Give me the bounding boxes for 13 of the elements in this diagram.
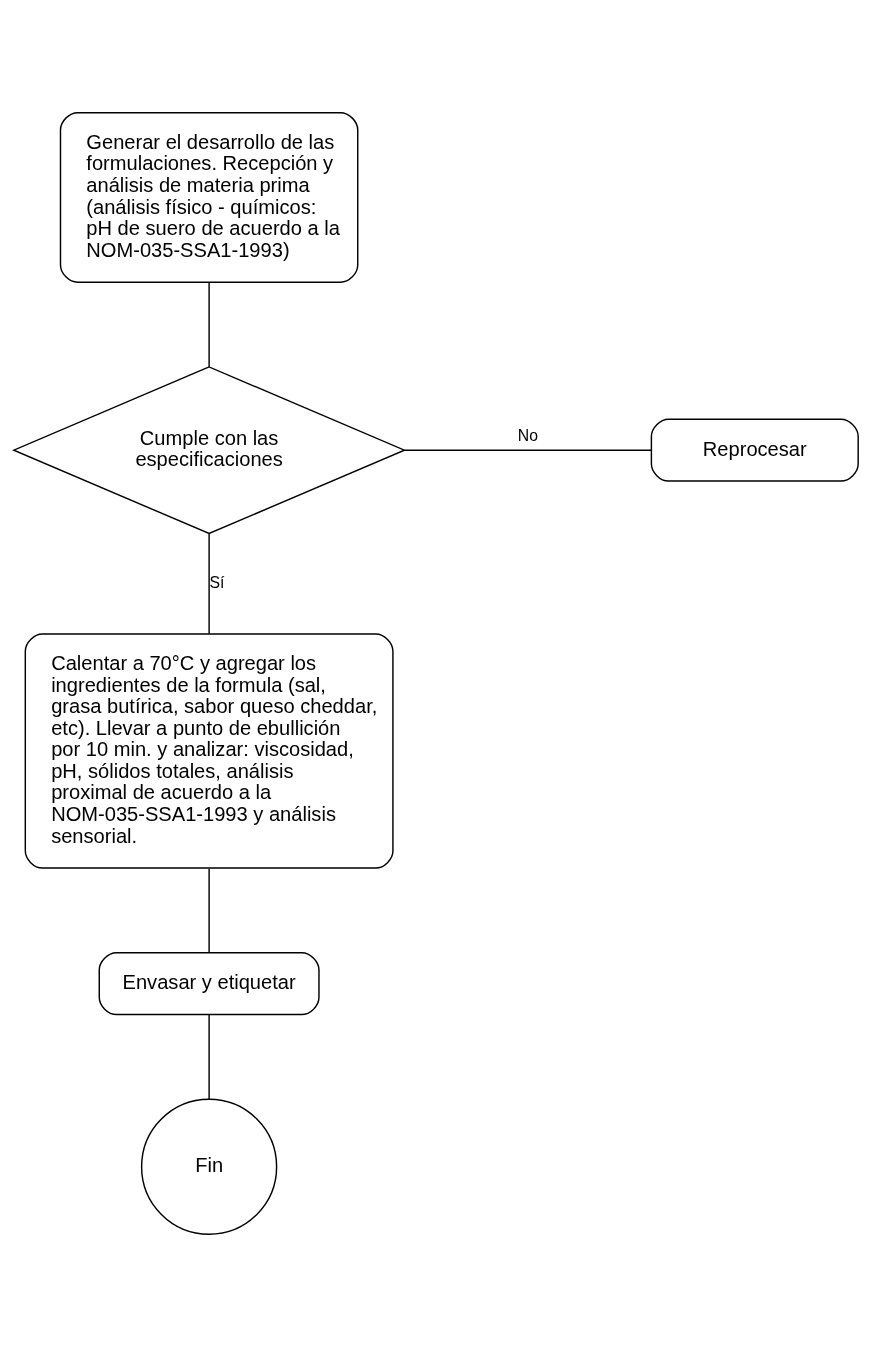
node-circle: Fin xyxy=(140,1098,278,1235)
node-box: Calentar a 70°C y agregar los ingredientes de la formula (sal, grasa butírica, sabor queso cheddar, etc). Llevar a punto de ebullición por 10 min. y analizar: viscosidad, pH, sólidos totales, análisis proximal de acuerdo a la NOM-035-SSA1-1993 y análisis sensorial. xyxy=(24,632,394,869)
edge-label: No xyxy=(517,426,538,444)
edge-label: Sí xyxy=(209,573,225,591)
node-box: Generar el desarrollo de las formulaciones. Recepción y análisis de materia prima (análisis físico - químicos: pH de suero de acuerdo a la NOM-035-SSA1-1993) xyxy=(59,111,359,283)
connector xyxy=(208,281,210,367)
node-diamond: Cumple con las especificaciones xyxy=(12,365,407,534)
connector xyxy=(403,448,652,451)
node-box: Reprocesar xyxy=(650,418,859,482)
node-box: Envasar y etiquetar xyxy=(98,951,320,1015)
connector xyxy=(208,867,210,953)
connector xyxy=(208,1013,210,1100)
connector xyxy=(208,532,210,634)
